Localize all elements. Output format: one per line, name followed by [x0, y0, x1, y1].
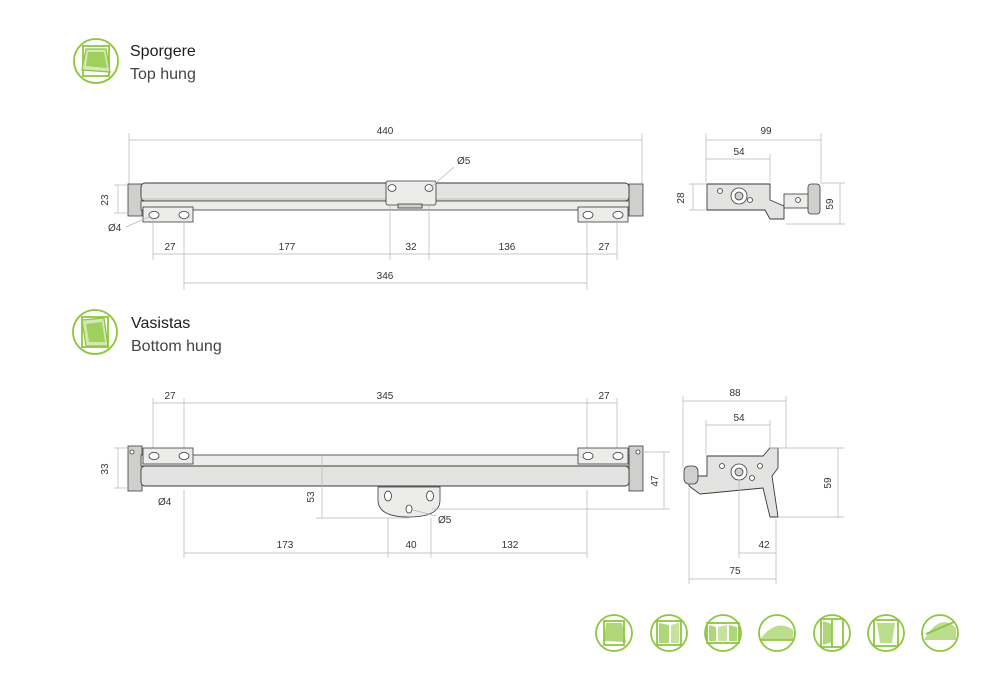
- segment-dimension: 40: [405, 540, 417, 551]
- dimension-height: 23: [100, 194, 111, 206]
- pivot-window-icon: [867, 614, 905, 652]
- dimension-right-height: 47: [650, 475, 661, 487]
- segment-dimension: 177: [279, 242, 296, 253]
- side-width: 88: [729, 388, 741, 399]
- skylight-oval-icon: [921, 614, 959, 652]
- side-height-right: 59: [825, 198, 836, 210]
- top-hung-side-view: 99 54 28 59: [676, 126, 845, 225]
- double-window-icon: [650, 614, 688, 652]
- segment-dimension: 345: [377, 391, 394, 402]
- top-hung-window-icon: [595, 614, 633, 652]
- side-hung-window-icon: [813, 614, 851, 652]
- top-hung-window-icon: [73, 38, 119, 84]
- segment-dimension: 132: [502, 540, 519, 551]
- dimension-depth: 53: [306, 491, 317, 503]
- bottom-hung-oval-icon: [758, 614, 796, 652]
- hole-label-small: Ø4: [108, 223, 122, 234]
- section-header-top-hung: Sporgere Top hung: [73, 38, 196, 84]
- segment-dimension: 32: [405, 242, 417, 253]
- dimension-height: 33: [100, 463, 111, 475]
- footer-icon-row: [595, 614, 959, 652]
- hole-label-large: Ø5: [438, 515, 452, 526]
- top-hung-front-view: 440 23 Ø5 Ø4: [100, 126, 644, 290]
- side-width: 99: [760, 126, 772, 137]
- section-subtitle: Top hung: [130, 66, 196, 83]
- hole-label-large: Ø5: [457, 156, 471, 167]
- section-title: Vasistas: [131, 315, 190, 332]
- hole-label-small: Ø4: [158, 497, 172, 508]
- side-inner: 54: [733, 413, 745, 424]
- side-depth: 75: [729, 566, 741, 577]
- side-height: 59: [823, 477, 834, 489]
- segment-dimension: 27: [164, 242, 176, 253]
- section-header-bottom-hung: Vasistas Bottom hung: [72, 309, 222, 355]
- side-height-left: 28: [676, 192, 687, 204]
- segment-dimension: 27: [164, 391, 176, 402]
- bottom-hung-side-view: 88 54 59 42 75: [682, 388, 844, 584]
- segment-dimension: 27: [598, 391, 610, 402]
- segment-dimension: 136: [499, 242, 516, 253]
- segment-dimension: 173: [277, 540, 294, 551]
- bottom-hung-window-icon: [72, 309, 118, 355]
- multi-pane-window-icon: [704, 614, 742, 652]
- side-inner: 54: [733, 147, 745, 158]
- section-title: Sporgere: [130, 43, 196, 60]
- side-offset: 42: [758, 540, 770, 551]
- dimension-span: 346: [377, 271, 394, 282]
- segment-dimension: 27: [598, 242, 610, 253]
- section-subtitle: Bottom hung: [131, 338, 222, 355]
- dimension-overall: 440: [377, 126, 394, 137]
- bottom-hung-front-view: 27 345 27 33 53 47 Ø4: [100, 391, 670, 558]
